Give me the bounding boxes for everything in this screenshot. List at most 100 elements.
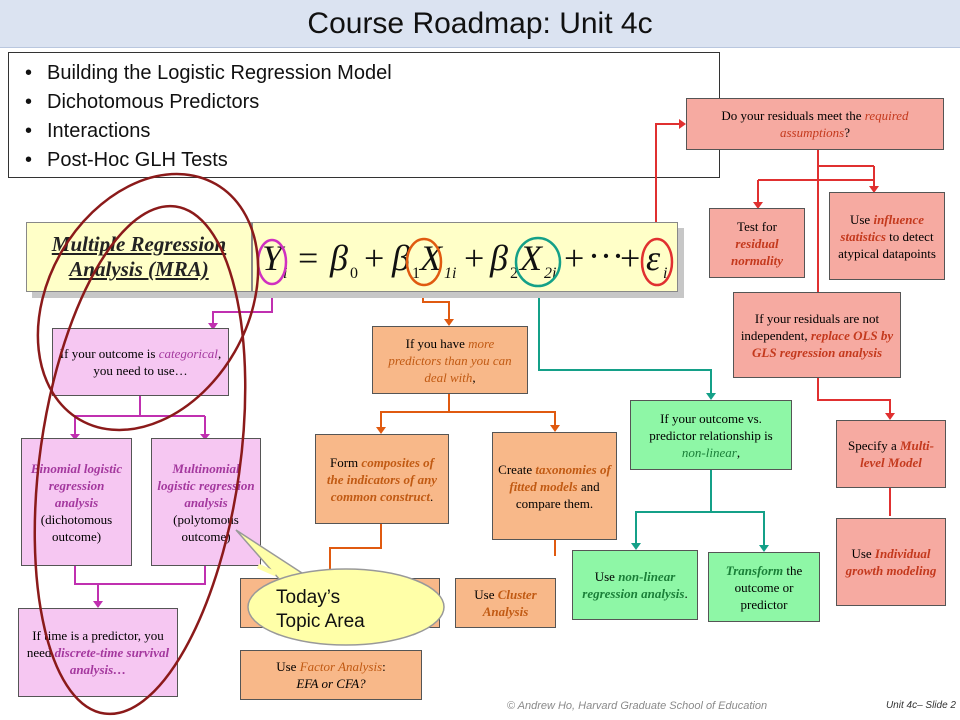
- box-emph: discrete-time survival analysis…: [54, 645, 170, 677]
- box-text: If your residuals are not independent,: [740, 310, 880, 343]
- cluster-analysis-box: Use Cluster Analysis: [455, 578, 556, 628]
- eq-beta1: β: [391, 238, 410, 278]
- box-emph: Multi-level Model: [860, 438, 934, 470]
- discrete-survival-box: If time is a predictor, you need discret…: [18, 608, 178, 697]
- box-emph: taxonomies of fitted models: [509, 461, 611, 494]
- box-text: Use: [849, 211, 874, 227]
- x1-highlight: [405, 237, 443, 287]
- box-text: , you need to use…: [93, 346, 222, 378]
- box-text: to detect atypical datapoints: [838, 228, 936, 261]
- more-predictors-box: If you have more predictors than you can…: [372, 326, 528, 394]
- multilevel-model-box: Specify a Multi-level Model: [836, 420, 946, 488]
- eq-beta1-sub: 1: [412, 265, 420, 282]
- growth-modeling-box: Use Individual growth modeling: [836, 518, 946, 606]
- box-text: Specify a: [848, 438, 900, 453]
- nonlinear-regression-box: Use non-linear regression analysis.: [572, 550, 698, 620]
- box-text: :: [382, 659, 386, 674]
- box-emph: Factor Analysis: [299, 659, 383, 674]
- eq-equals: =: [298, 238, 318, 278]
- topic-area-ellipse: [36, 172, 260, 432]
- residual-assumptions-box: Do your residuals meet the required assu…: [686, 98, 944, 150]
- box-text: Form: [330, 454, 362, 470]
- topic-item: Building the Logistic Regression Model: [25, 59, 719, 88]
- box-text: ?: [844, 125, 851, 140]
- footer-credit: © Andrew Ho, Harvard Graduate School of …: [506, 700, 768, 712]
- eq-plus: +: [364, 238, 384, 278]
- factor-analysis-box: Use Factor Analysis: EFA or CFA?: [240, 650, 422, 700]
- topics-box: Building the Logistic Regression Model D…: [8, 52, 720, 178]
- box-text: Use: [276, 659, 300, 674]
- box-text: If time is a predictor, you need: [26, 628, 164, 660]
- box-text: Use: [851, 546, 875, 561]
- box-emph: residual normality: [730, 235, 783, 268]
- box-text: ,: [472, 369, 476, 385]
- box-text: Do your residuals meet the: [721, 108, 865, 123]
- box-emph: Multinomial logistic regression analysis: [157, 460, 255, 510]
- mra-label-line1: Multiple Regression: [51, 232, 227, 256]
- box-emph: categorical: [158, 346, 218, 361]
- eq-dots: ···: [588, 236, 624, 276]
- topic-area-ellipse: [33, 204, 247, 716]
- eq-beta2-sub: 2: [510, 265, 518, 282]
- multinomial-logistic-box: Multinomial logistic regression analysis…: [151, 438, 261, 566]
- box-text: If you have: [405, 335, 469, 351]
- eq-beta0-sub: 0: [350, 265, 358, 282]
- box-text: EFA or CFA?: [296, 676, 366, 691]
- box-text: Create: [498, 461, 536, 477]
- residual-normality-box: Test for residual normality: [709, 208, 805, 278]
- todays-topic-callout: Today’s Topic Area: [276, 586, 406, 636]
- mra-equation: Y i = β 0 + β 1 X 1i + β 2 X 2i + ··· + …: [256, 236, 674, 288]
- box-text: (polytomous outcome): [173, 511, 239, 544]
- box-emph: non-linear regression analysis: [582, 569, 685, 601]
- box-text: and compare them.: [515, 478, 600, 511]
- mra-equation-box: [252, 222, 678, 292]
- box-emph: more predictors than you can deal with: [388, 335, 512, 385]
- box-emph: influence statistics: [840, 211, 925, 244]
- box-emph: non-linear: [681, 444, 737, 460]
- box-emph: Binomial logistic regression analysis: [30, 460, 123, 510]
- callout-line2: Topic Area: [276, 611, 365, 632]
- page-title: Course Roadmap: Unit 4c: [0, 0, 960, 48]
- box-emph: composites of the indicators of any comm…: [326, 454, 438, 504]
- callout-line1: Today’s: [276, 587, 341, 608]
- box-text: .: [684, 586, 688, 601]
- box-text: Use: [474, 587, 498, 602]
- box-text: If your outcome vs. predictor relationsh…: [649, 410, 773, 443]
- eq-plus: +: [620, 238, 640, 278]
- eq-plus: +: [564, 238, 584, 278]
- box-text: Use: [594, 569, 619, 584]
- box-text: (dichotomous outcome): [40, 511, 113, 544]
- box-emph: replace OLS by GLS regression analysis: [751, 327, 894, 360]
- box-text: Test for: [737, 218, 777, 234]
- box-text: ,: [736, 444, 741, 460]
- slide-number: Unit 4c– Slide 2: [885, 700, 956, 711]
- box-text: the outcome or predictor: [734, 562, 803, 612]
- categorical-outcome-box: If your outcome is categorical, you need…: [52, 328, 229, 396]
- eq-x1-sub: 1i: [444, 265, 456, 282]
- box-emph: Individual growth modeling: [845, 546, 937, 578]
- taxonomies-box: Create taxonomies of fitted models and c…: [492, 432, 617, 540]
- transform-box: Transform the outcome or predictor: [708, 552, 820, 622]
- box-text: If your outcome is: [59, 346, 159, 361]
- box-emph: required assumptions: [779, 108, 909, 140]
- composites-box: Form composites of the indicators of any…: [315, 434, 449, 524]
- topic-item: Post-Hoc GLH Tests: [25, 146, 719, 175]
- eq-beta0: β: [329, 238, 348, 278]
- x2-highlight: [514, 236, 562, 288]
- gls-box: If your residuals are not independent, r…: [733, 292, 901, 378]
- epsilon-highlight: [640, 237, 674, 287]
- box-emph: Cluster Analysis: [482, 587, 537, 619]
- eq-plus: +: [464, 238, 484, 278]
- topic-item: Dichotomous Predictors: [25, 88, 719, 117]
- eq-epsilon-sub: i: [663, 265, 667, 282]
- influence-statistics-box: Use influence statistics to detect atypi…: [829, 192, 945, 280]
- eq-beta2: β: [489, 238, 508, 278]
- topic-item: Interactions: [25, 117, 719, 146]
- nonlinear-outcome-box: If your outcome vs. predictor relationsh…: [630, 400, 792, 470]
- eq-epsilon: ε: [646, 238, 661, 278]
- callout-bubble: [247, 568, 445, 646]
- box-emph: Transform: [725, 562, 784, 578]
